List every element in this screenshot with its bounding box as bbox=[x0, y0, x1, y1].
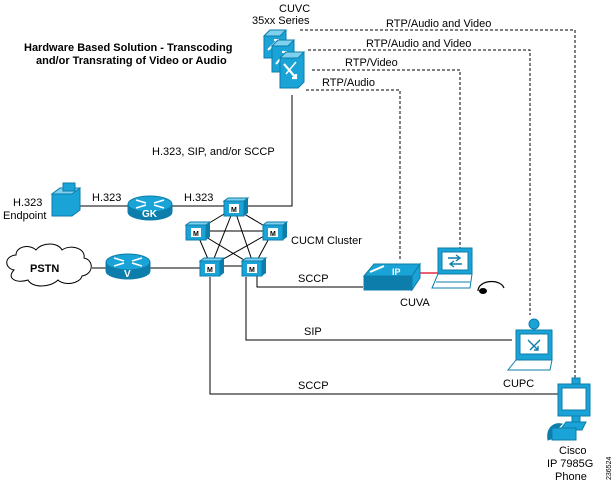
pstn-cloud-icon bbox=[6, 243, 92, 287]
cuvc-to-cucm-link bbox=[246, 95, 293, 207]
media-links bbox=[300, 29, 576, 380]
ip-phone-icon-text: IP bbox=[392, 267, 401, 277]
gatekeeper-icon-text: GK bbox=[142, 209, 158, 220]
cucm-node-icon: M bbox=[198, 257, 226, 277]
cucm-node-text: M bbox=[270, 231, 276, 238]
media-link-audio-cuva-phone bbox=[306, 89, 401, 260]
cuva-label: CUVA bbox=[400, 297, 430, 309]
cucm-node-icon: M bbox=[261, 221, 289, 241]
voice-gateway-icon-text: V bbox=[124, 269, 131, 280]
solution-title-line1: Hardware Based Solution - Transcoding bbox=[24, 42, 232, 54]
cupc-laptop-icon bbox=[506, 318, 553, 371]
h323-link-label-1: H.323 bbox=[92, 192, 121, 204]
headset-icon bbox=[477, 281, 505, 294]
cucm-node-text: M bbox=[193, 231, 199, 238]
cuvc-label-line2: 35xx Series bbox=[252, 15, 310, 27]
cuvc-label-line1: CUVC bbox=[279, 3, 310, 15]
cucm-node-icon: M bbox=[184, 221, 212, 241]
cucm-node-text: M bbox=[231, 207, 237, 214]
media-link-audio-video-cupc bbox=[308, 49, 531, 315]
media-link-video-cuva-laptop bbox=[312, 69, 461, 248]
gatekeeper-router-icon: GK bbox=[127, 195, 173, 221]
cucm-node-text: M bbox=[207, 267, 213, 274]
cucm-to-cisco-phone-link bbox=[209, 277, 558, 395]
video-phone-icon bbox=[547, 377, 591, 441]
ip-phone-icon: IP bbox=[362, 262, 421, 292]
h323-endpoint-icon bbox=[50, 182, 82, 217]
cucm-cluster: M M M M M bbox=[184, 197, 289, 277]
signaling-label: H.323, SIP, and/or SCCP bbox=[152, 146, 275, 158]
cucm-node-text: M bbox=[249, 267, 255, 274]
cupc-label: CUPC bbox=[503, 378, 534, 390]
cucm-to-cuva-link bbox=[256, 276, 363, 288]
figure-id: 236524 bbox=[606, 457, 613, 480]
cuvc-transcoder-icon bbox=[262, 29, 306, 89]
cucm-cluster-label: CUCM Cluster bbox=[291, 235, 362, 247]
cupc-sip-link-label: SIP bbox=[304, 326, 322, 338]
cuva-sccp-link-label: SCCP bbox=[298, 273, 329, 285]
pstn-label: PSTN bbox=[30, 263, 59, 275]
media-link-audio-video-cisco bbox=[300, 29, 576, 380]
cuva-laptop-icon bbox=[431, 247, 473, 289]
h323-endpoint-label-line2: Endpoint bbox=[3, 210, 46, 222]
media-link-label-1: RTP/Audio and Video bbox=[386, 18, 491, 30]
h323-link-label-2: H.323 bbox=[184, 192, 213, 204]
solution-title-line2: and/or Transrating of Video or Audio bbox=[36, 55, 227, 67]
cisco-phone-label-line1: Cisco bbox=[559, 445, 587, 457]
cisco-phone-sccp-link-label: SCCP bbox=[298, 380, 329, 392]
cisco-phone-label-line2: IP 7985G bbox=[547, 458, 593, 470]
media-link-label-2: RTP/Audio and Video bbox=[366, 38, 471, 50]
media-link-label-3: RTP/Video bbox=[345, 57, 398, 69]
cucm-node-icon: M bbox=[240, 257, 268, 277]
voice-gateway-router-icon: V bbox=[105, 253, 151, 280]
media-link-label-4: RTP/Audio bbox=[322, 77, 375, 89]
h323-endpoint-label-line1: H.323 bbox=[13, 197, 42, 209]
cucm-node-icon: M bbox=[222, 197, 250, 217]
cisco-phone-label-line3: Phone bbox=[555, 471, 587, 483]
cucm-to-cupc-link bbox=[245, 277, 512, 341]
